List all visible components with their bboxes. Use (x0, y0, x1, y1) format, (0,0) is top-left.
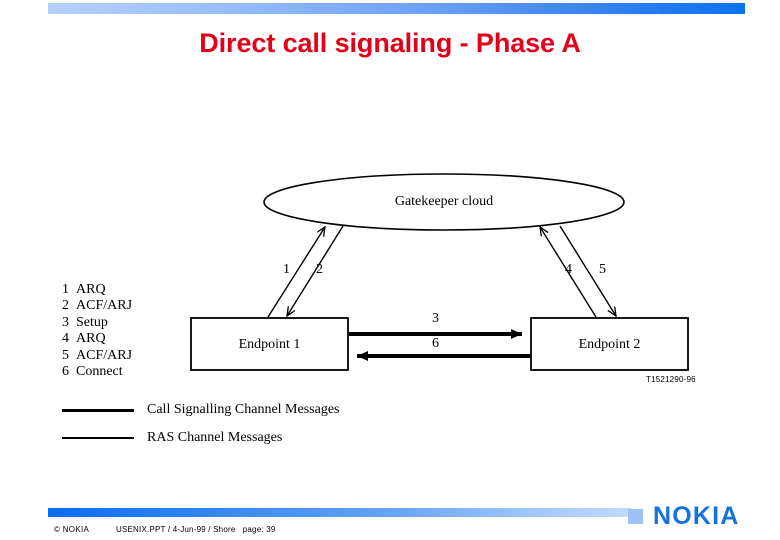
legend-item-ras: RAS Channel Messages (62, 424, 339, 452)
endpoint-2-label: Endpoint 2 (578, 337, 641, 352)
message-name: Setup (76, 314, 108, 330)
arrow-1-label: 1 (283, 262, 290, 277)
copyright-text: © NOKIA (54, 525, 90, 534)
logo-square-icon (628, 509, 643, 524)
message-number: 3 (62, 314, 69, 330)
bottom-accent-bar (48, 508, 631, 517)
message-name: ACF/ARJ (76, 298, 133, 314)
channel-legend: Call Signalling Channel Messages RAS Cha… (62, 396, 339, 452)
arrow-3-label: 3 (432, 311, 439, 326)
legend-item-call-signalling: Call Signalling Channel Messages (62, 396, 339, 424)
message-number: 1 (62, 282, 69, 297)
page-title: Direct call signaling - Phase A (199, 28, 581, 58)
arrow-4-line (540, 227, 597, 318)
list-item: 3 Setup (62, 315, 132, 331)
message-number: 4 (62, 331, 69, 347)
nokia-logo: NOKIA (628, 504, 740, 529)
legend-label: RAS Channel Messages (147, 430, 283, 445)
list-item: 1 ARQ (62, 282, 132, 298)
legend-label: Call Signalling Channel Messages (147, 402, 340, 417)
endpoint-1-label: Endpoint 1 (238, 337, 301, 352)
arrow-4-label: 4 (565, 262, 572, 277)
message-number: 6 (62, 364, 69, 380)
nokia-wordmark: NOKIA (653, 502, 740, 530)
arrow-1-line (267, 227, 325, 318)
endpoint-1-box (190, 317, 349, 371)
message-name: ARQ (76, 331, 106, 347)
list-item: 5 ACF/ARJ (62, 348, 132, 364)
list-item: 2 ACF/ARJ (62, 298, 132, 314)
arrow-2-label: 2 (316, 262, 323, 277)
message-name: Connect (76, 364, 123, 380)
arrow-2-line (287, 225, 344, 316)
thick-line-swatch (62, 408, 137, 412)
footer-metadata: USENIX.PPT / 4-Jun-99 / Shore page: 39 (116, 525, 276, 534)
figure-reference-code: T1521290-96 (646, 375, 696, 384)
list-item: 4 ARQ (62, 331, 132, 347)
gatekeeper-cloud-shape (263, 173, 625, 231)
arrow-5-line (559, 225, 616, 316)
endpoint-2-box (530, 317, 689, 371)
message-name: ARQ (76, 282, 106, 297)
message-number: 2 (62, 298, 69, 314)
message-number: 5 (62, 347, 69, 363)
list-item: 6 Connect (62, 364, 132, 380)
thin-line-swatch (62, 437, 137, 439)
gatekeeper-cloud-label: Gatekeeper cloud (394, 194, 494, 209)
arrow-6-label: 6 (432, 336, 439, 351)
arrow-5-label: 5 (599, 262, 606, 277)
top-accent-bar (48, 3, 745, 14)
message-name: ACF/ARJ (76, 347, 133, 363)
